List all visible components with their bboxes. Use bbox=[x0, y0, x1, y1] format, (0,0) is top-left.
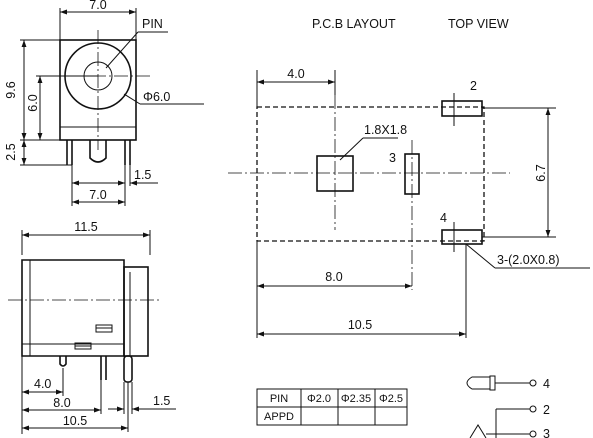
table-header-pin: PIN bbox=[270, 393, 288, 405]
schematic-pin-3-label: 3 bbox=[543, 427, 550, 438]
pin-table: PIN Φ2.0 Φ2.35 Φ2.5 APPD bbox=[256, 388, 408, 426]
pcb-slot-2 bbox=[441, 100, 483, 117]
front-bottom-width-dim: 7.0 bbox=[89, 188, 106, 202]
pcb-outline bbox=[256, 106, 485, 242]
table-header-phi-2-35: Φ2.35 bbox=[341, 393, 371, 405]
pin-label: PIN bbox=[142, 17, 163, 31]
pcb-subtitle: TOP VIEW bbox=[448, 17, 509, 31]
pcb-distance-8-dim: 8.0 bbox=[325, 270, 342, 284]
schematic-pin-2-terminal bbox=[529, 405, 537, 413]
front-top-width-dim: 7.0 bbox=[89, 0, 106, 12]
pcb-pad-size-label: 1.8X1.8 bbox=[364, 123, 407, 137]
table-header-phi-2-5: Φ2.5 bbox=[379, 393, 403, 405]
side-front-face bbox=[123, 266, 149, 357]
schematic-pin-4-terminal bbox=[529, 379, 537, 387]
pcb-title: P.C.B LAYOUT bbox=[312, 17, 396, 31]
pcb-pin-4-label: 4 bbox=[440, 211, 447, 225]
table-header-phi-2-0: Φ2.0 bbox=[307, 393, 331, 405]
front-total-height-dim: 9.6 bbox=[4, 81, 18, 98]
side-total-length-dim: 10.5 bbox=[63, 414, 87, 428]
pcb-slot-size-label: 3-(2.0X0.8) bbox=[497, 253, 560, 267]
pcb-layout: P.C.B LAYOUT TOP VIEW 1.8X1.8 3 2 4 4.0 … bbox=[228, 17, 590, 338]
pcb-height-dim: 6.7 bbox=[534, 164, 548, 181]
jack-schematic: 4 2 3 bbox=[466, 375, 550, 438]
front-view: 7.0 PIN Φ6.0 9.6 6.0 2.5 1.5 7.0 bbox=[4, 0, 204, 206]
schematic-plug-body bbox=[466, 376, 490, 390]
pcb-distance-10-5-dim: 10.5 bbox=[348, 318, 372, 332]
pcb-offset-dim: 4.0 bbox=[287, 67, 304, 81]
schematic-pin-4-label: 4 bbox=[543, 377, 550, 391]
pcb-pin-3-label: 3 bbox=[389, 151, 396, 165]
side-pin-pitch-dim: 1.5 bbox=[153, 394, 170, 408]
side-pin-distance-dim: 8.0 bbox=[53, 396, 70, 410]
table-row-label-appd: APPD bbox=[264, 411, 294, 423]
pcb-square-pad bbox=[316, 155, 354, 192]
side-body-outline bbox=[21, 259, 125, 357]
side-view: 11.5 4.0 8.0 10.5 1.5 bbox=[8, 220, 176, 434]
front-center-height-dim: 6.0 bbox=[26, 94, 40, 111]
front-pin-pitch-dim: 1.5 bbox=[134, 168, 151, 182]
pcb-slot-3 bbox=[404, 153, 420, 195]
schematic-pin-2-label: 2 bbox=[543, 403, 550, 417]
front-leg-length-dim: 2.5 bbox=[4, 143, 18, 160]
side-pin-offset-dim: 4.0 bbox=[34, 377, 51, 391]
schematic-pin-3-terminal bbox=[529, 430, 537, 438]
front-hole-diameter-dim: Φ6.0 bbox=[143, 90, 170, 104]
side-length-dim: 11.5 bbox=[74, 220, 97, 234]
pcb-pin-2-label: 2 bbox=[470, 79, 477, 93]
pcb-slot-4 bbox=[441, 229, 483, 245]
